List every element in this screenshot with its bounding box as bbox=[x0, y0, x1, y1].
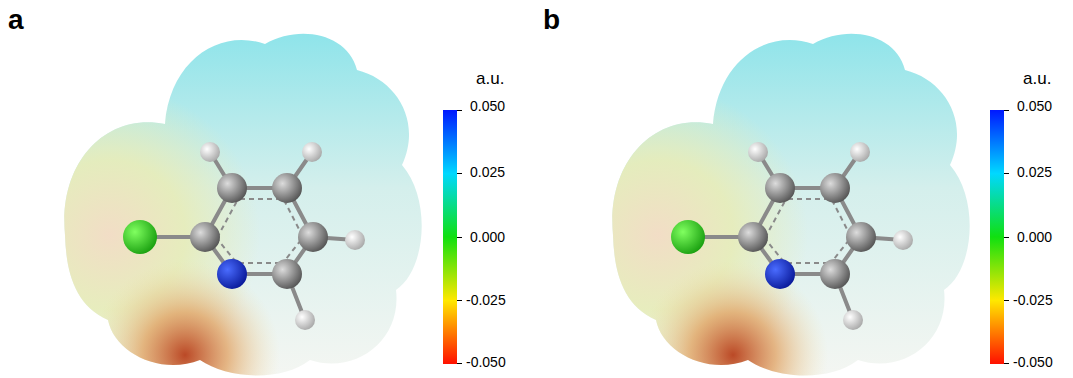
unit-label: a.u. bbox=[476, 70, 504, 87]
tick-value: 0.025 bbox=[470, 165, 505, 179]
tick-value: -0.025 bbox=[1013, 293, 1053, 307]
esp-surface bbox=[64, 34, 421, 376]
panel-letter: a bbox=[8, 6, 24, 34]
color-scale bbox=[443, 110, 462, 364]
esp-surface bbox=[612, 34, 969, 376]
tick-value: 0.000 bbox=[1017, 230, 1052, 244]
color-scale bbox=[990, 110, 1009, 364]
tick-value: 0.050 bbox=[470, 99, 505, 113]
tick-value: -0.050 bbox=[1013, 355, 1053, 369]
unit-label: a.u. bbox=[1023, 70, 1051, 87]
tick-value: 0.000 bbox=[470, 230, 505, 244]
tick-value: -0.050 bbox=[466, 355, 506, 369]
tick-value: -0.025 bbox=[466, 293, 506, 307]
tick-value: 0.025 bbox=[1017, 165, 1052, 179]
panel-letter: b bbox=[543, 6, 560, 34]
tick-value: 0.050 bbox=[1017, 99, 1052, 113]
